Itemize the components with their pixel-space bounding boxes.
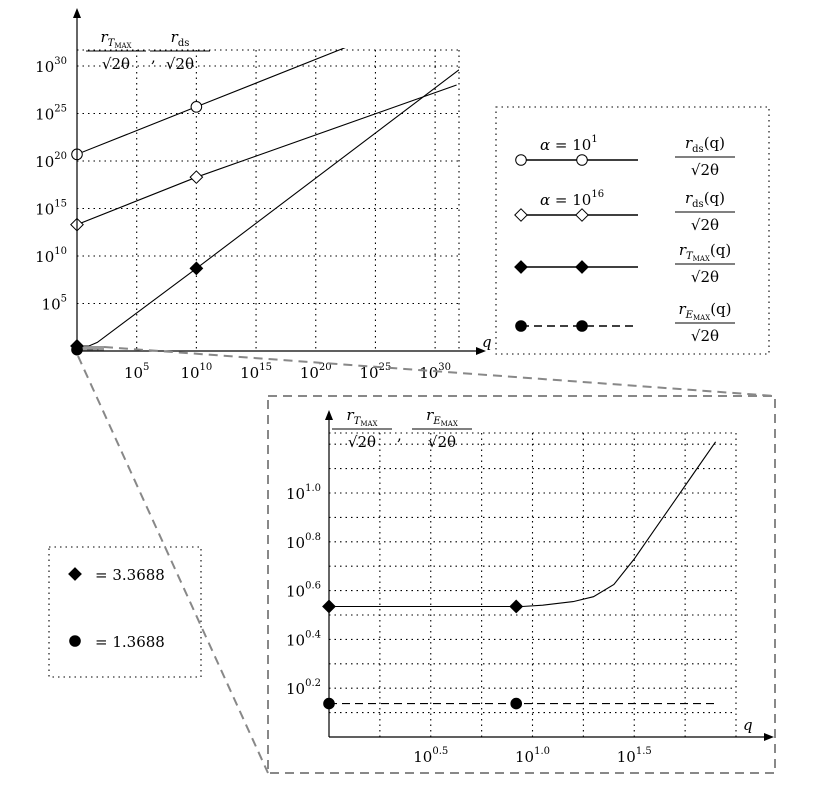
main-y-tick-label: 1010 [35,246,67,266]
main-y-label-first: rTMAX √2θ [86,28,146,73]
inset-y-tick-label: 100.6 [286,581,321,601]
value-box-marker [69,635,81,647]
inset-x-tick-label: 100.5 [413,746,448,766]
legend-marker [515,154,527,166]
value-box: = 3.3688 = 1.3688 [48,546,202,678]
legend-label-numerator: rTMAX(q) [679,241,731,263]
legend-alpha: α = 1016 [540,189,604,209]
legend-alpha: α = 101 [540,134,598,154]
inset-y-label-second: rEMAX √2θ [412,406,472,451]
legend-label: rEMAX(q) √2θ [675,300,735,345]
main-y-tick-label: 1030 [35,56,67,76]
inset-y-tick-label: 100.2 [286,678,321,698]
legend-label-numerator: rEMAX(q) [678,300,731,322]
inset-x-tick-label: 101.5 [617,746,652,766]
legend-marker [575,260,589,274]
legend-entry: rTMAX(q) √2θ [514,241,735,286]
inset-x-arrow [764,733,774,741]
main-grid [77,49,460,351]
inset-y-tick-label: 101.0 [286,483,321,503]
main-y-label-first-numerator: rTMAX [100,28,131,50]
legend-frame [495,106,770,355]
zoom-connector-top [103,346,776,397]
legend-label: rds(q) √2θ [675,134,735,179]
legend-entry: rEMAX(q) √2θ [515,300,735,345]
legend-label-numerator: rds(q) [685,189,725,210]
value-box-frame [48,546,202,678]
inset-marker-rTmax [509,599,524,614]
main-y-label-second: rds √2θ [150,28,210,73]
legend-entry: α = 1016 rds(q) √2θ [514,189,735,234]
main-y-tick-label: 1020 [35,151,67,171]
main-y-arrow [73,8,81,18]
main-x-label: q [482,333,492,351]
main-y-tick-label: 105 [42,294,67,314]
main-y-label-first-denominator: √2θ [102,55,130,73]
main-marker-rds_alpha1 [190,101,203,113]
main-y-tick-label: 1025 [35,104,67,124]
value-box-text: = 1.3688 [95,633,165,651]
main-marker-rTmax [189,261,204,276]
legend-label-denominator: √2θ [691,268,719,286]
main-x-tick-label: 1015 [240,362,272,382]
main-marker-rds_alpha16 [189,170,204,185]
legend-label-numerator: rds(q) [685,134,725,155]
inset-marker-rEmax [510,697,523,710]
inset-chart: 100.5 101.0 101.5 100.2 100.4 100.6 100.8 101.0… [267,395,776,774]
inset-y-label-first-numerator: rTMAX [346,406,377,428]
legend-label-denominator: √2θ [691,216,719,234]
main-y-label-sep: , [151,48,156,66]
main-x-tick-label: 1020 [300,362,332,382]
inset-y-label-first: rTMAX √2θ [332,406,392,451]
value-box-text: = 3.3688 [95,566,165,584]
inset-y-label-second-denominator: √2θ [428,433,456,451]
inset-x-label: q [743,716,753,734]
legend-marker [576,320,588,332]
main-x-tick-label: 1010 [180,362,212,382]
main-series-rds_alpha1 [77,48,346,155]
value-box-marker [68,567,82,581]
legend-marker [575,208,589,222]
legend-marker [514,260,528,274]
main-y-label-second-numerator: rds [171,28,190,49]
legend-label: rTMAX(q) √2θ [675,241,735,286]
legend-marker [515,320,527,332]
inset-frame [267,395,776,774]
main-series [77,48,459,351]
inset-y-tick-label: 100.4 [286,629,321,649]
main-zoom-region [77,346,104,351]
main-series-rTmax [77,69,459,347]
legend-marker [514,208,528,222]
legend-label-denominator: √2θ [691,161,719,179]
zoom-connector-bottom [77,355,269,774]
legend-label-denominator: √2θ [691,327,719,345]
inset-y-arrow [325,410,333,420]
main-series-rds_alpha16 [77,84,457,226]
inset-y-label-first-denominator: √2θ [348,433,376,451]
inset-y-tick-label: 100.8 [286,532,321,552]
main-x-tick-label: 105 [124,362,149,382]
inset-y-label-sep: , [397,426,402,444]
main-chart: 105 1010 1015 1020 1025 1030 105 1010 1015 1020 10… [35,8,770,382]
inset-x-tick-label: 101.0 [515,746,550,766]
inset-y-label-second-numerator: rEMAX [426,406,458,428]
legend-entry: α = 101 rds(q) √2θ [515,134,735,179]
legend-label: rds(q) √2θ [675,189,735,234]
main-y-label-second-denominator: √2θ [166,55,194,73]
main-x-tick-label: 1025 [360,362,392,382]
inset-series-rTmax [329,441,717,608]
main-x-arrow [476,347,486,355]
main-x-tick-label: 1030 [419,362,451,382]
inset-grid [329,432,737,737]
main-y-tick-label: 1015 [35,199,67,219]
legend-marker [576,154,588,166]
